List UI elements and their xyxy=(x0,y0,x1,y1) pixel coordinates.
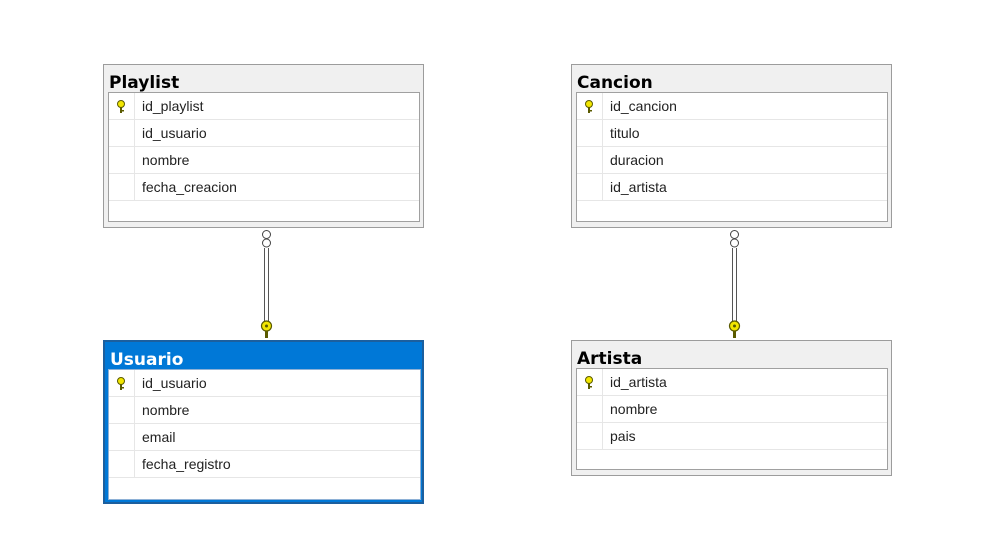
many-end-icon xyxy=(730,238,739,248)
column-row[interactable]: id_usuario xyxy=(109,120,419,147)
many-end-icon xyxy=(262,238,271,248)
many-end-icon xyxy=(262,230,271,239)
column-row[interactable]: email xyxy=(109,424,420,451)
column-name: id_usuario xyxy=(142,125,207,141)
column-grid: id_usuario nombre email fecha_registro xyxy=(108,369,421,500)
key-end-icon xyxy=(728,320,741,338)
table-artista[interactable]: Artista id_artista nombre pais xyxy=(571,340,892,476)
column-row[interactable]: titulo xyxy=(577,120,887,147)
key-icon xyxy=(117,100,125,113)
column-row[interactable]: nombre xyxy=(577,396,887,423)
column-name: id_cancion xyxy=(610,98,677,114)
column-name: id_artista xyxy=(610,374,667,390)
table-cancion[interactable]: Cancion id_cancion titulo duracion id_ar… xyxy=(571,64,892,228)
table-usuario[interactable]: Usuario id_usuario nombre email fecha_re… xyxy=(103,340,424,504)
column-name: id_usuario xyxy=(142,375,207,391)
relationship-cancion-artista[interactable] xyxy=(728,230,741,339)
table-title: Cancion xyxy=(577,73,653,92)
column-row[interactable]: nombre xyxy=(109,397,420,424)
column-row[interactable]: id_artista xyxy=(577,174,887,201)
column-name: nombre xyxy=(610,401,658,417)
key-end-icon xyxy=(260,320,273,338)
column-row[interactable]: id_artista xyxy=(577,369,887,396)
key-icon xyxy=(117,377,125,390)
table-playlist[interactable]: Playlist id_playlist id_usuario nombre f… xyxy=(103,64,424,228)
key-icon xyxy=(585,376,593,389)
column-name: id_artista xyxy=(610,179,667,195)
column-row[interactable]: id_cancion xyxy=(577,93,887,120)
column-row[interactable]: id_usuario xyxy=(109,370,420,397)
many-end-icon xyxy=(730,230,739,239)
column-row[interactable]: fecha_creacion xyxy=(109,174,419,201)
column-row[interactable]: nombre xyxy=(109,147,419,174)
table-title: Usuario xyxy=(110,350,184,369)
table-title: Playlist xyxy=(109,73,180,92)
column-name: id_playlist xyxy=(142,98,204,114)
column-row[interactable]: id_playlist xyxy=(109,93,419,120)
column-name: titulo xyxy=(610,125,640,141)
table-title: Artista xyxy=(577,349,643,368)
column-row[interactable]: duracion xyxy=(577,147,887,174)
key-icon xyxy=(585,100,593,113)
relationship-playlist-usuario[interactable] xyxy=(260,230,273,339)
column-grid: id_artista nombre pais xyxy=(576,368,888,470)
column-row[interactable]: pais xyxy=(577,423,887,450)
column-name: nombre xyxy=(142,152,190,168)
column-name: email xyxy=(142,429,176,445)
column-name: duracion xyxy=(610,152,664,168)
column-name: fecha_registro xyxy=(142,456,231,472)
column-row[interactable]: fecha_registro xyxy=(109,451,420,478)
column-name: nombre xyxy=(142,402,190,418)
column-name: fecha_creacion xyxy=(142,179,237,195)
column-grid: id_cancion titulo duracion id_artista xyxy=(576,92,888,222)
column-grid: id_playlist id_usuario nombre fecha_crea… xyxy=(108,92,420,222)
column-name: pais xyxy=(610,428,636,444)
